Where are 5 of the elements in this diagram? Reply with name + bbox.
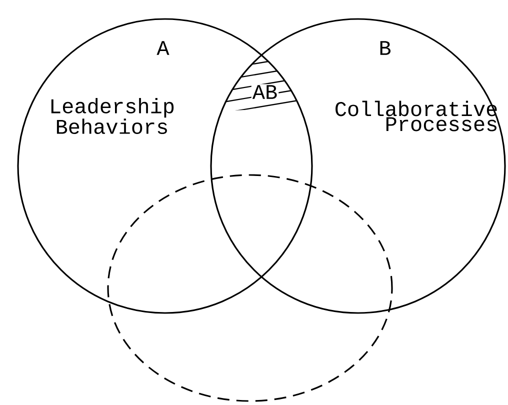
- set-label: Leadership Behaviors: [51, 98, 174, 134]
- set-letter: A: [156, 41, 170, 55]
- region-label: AB: [251, 84, 279, 100]
- dashed-circle: [107, 174, 393, 402]
- set-letter: B: [380, 41, 391, 55]
